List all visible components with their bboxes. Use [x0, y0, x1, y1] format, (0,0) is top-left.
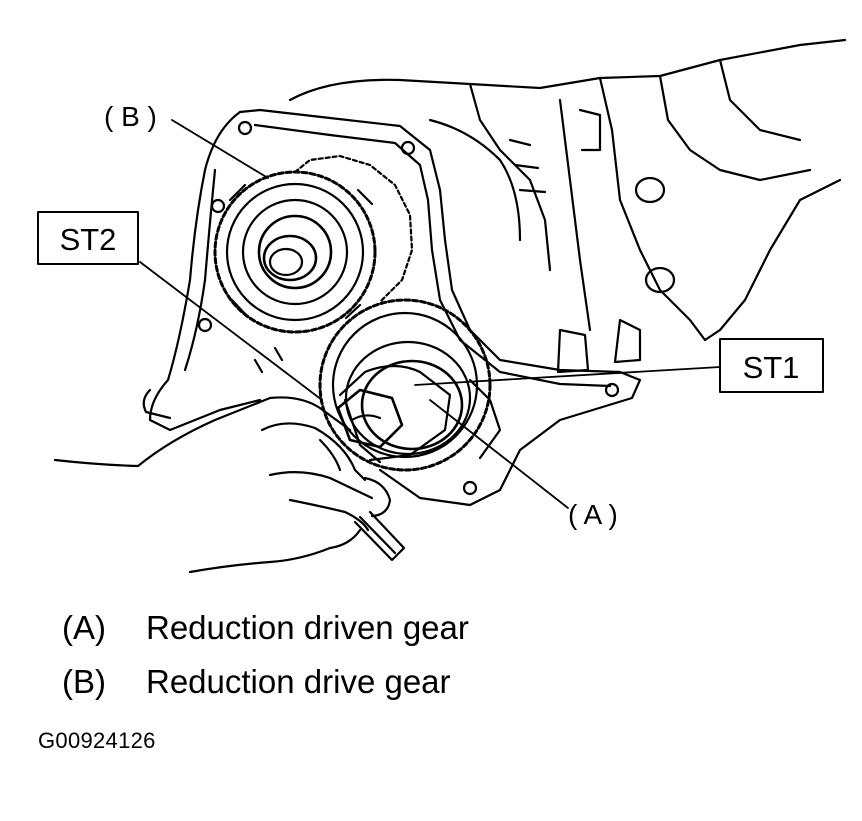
transmission-case — [288, 38, 847, 374]
reduction-drive-gear — [213, 154, 414, 334]
legend-key: (B) — [62, 663, 106, 700]
reduction-driven-gear — [318, 298, 502, 472]
gear-a-callout: ( A ) — [568, 499, 618, 530]
figure-code: G00924126 — [38, 728, 156, 753]
gear-b-callout: ( B ) — [104, 101, 157, 132]
leader-lines — [139, 119, 721, 509]
special-tool — [336, 364, 452, 464]
legend-item-b: (B) Reduction drive gear — [62, 665, 451, 698]
legend-text: Reduction driven gear — [146, 609, 469, 646]
hex-wrench — [353, 510, 406, 562]
st1-label: ST1 — [743, 350, 800, 385]
housing-plate — [142, 108, 642, 507]
hand — [53, 396, 392, 574]
st2-label: ST2 — [60, 222, 117, 257]
legend-text: Reduction drive gear — [146, 663, 451, 700]
legend-item-a: (A) Reduction driven gear — [62, 611, 469, 644]
st1-box — [719, 338, 824, 393]
legend-key: (A) — [62, 609, 106, 646]
st2-box — [37, 211, 139, 265]
